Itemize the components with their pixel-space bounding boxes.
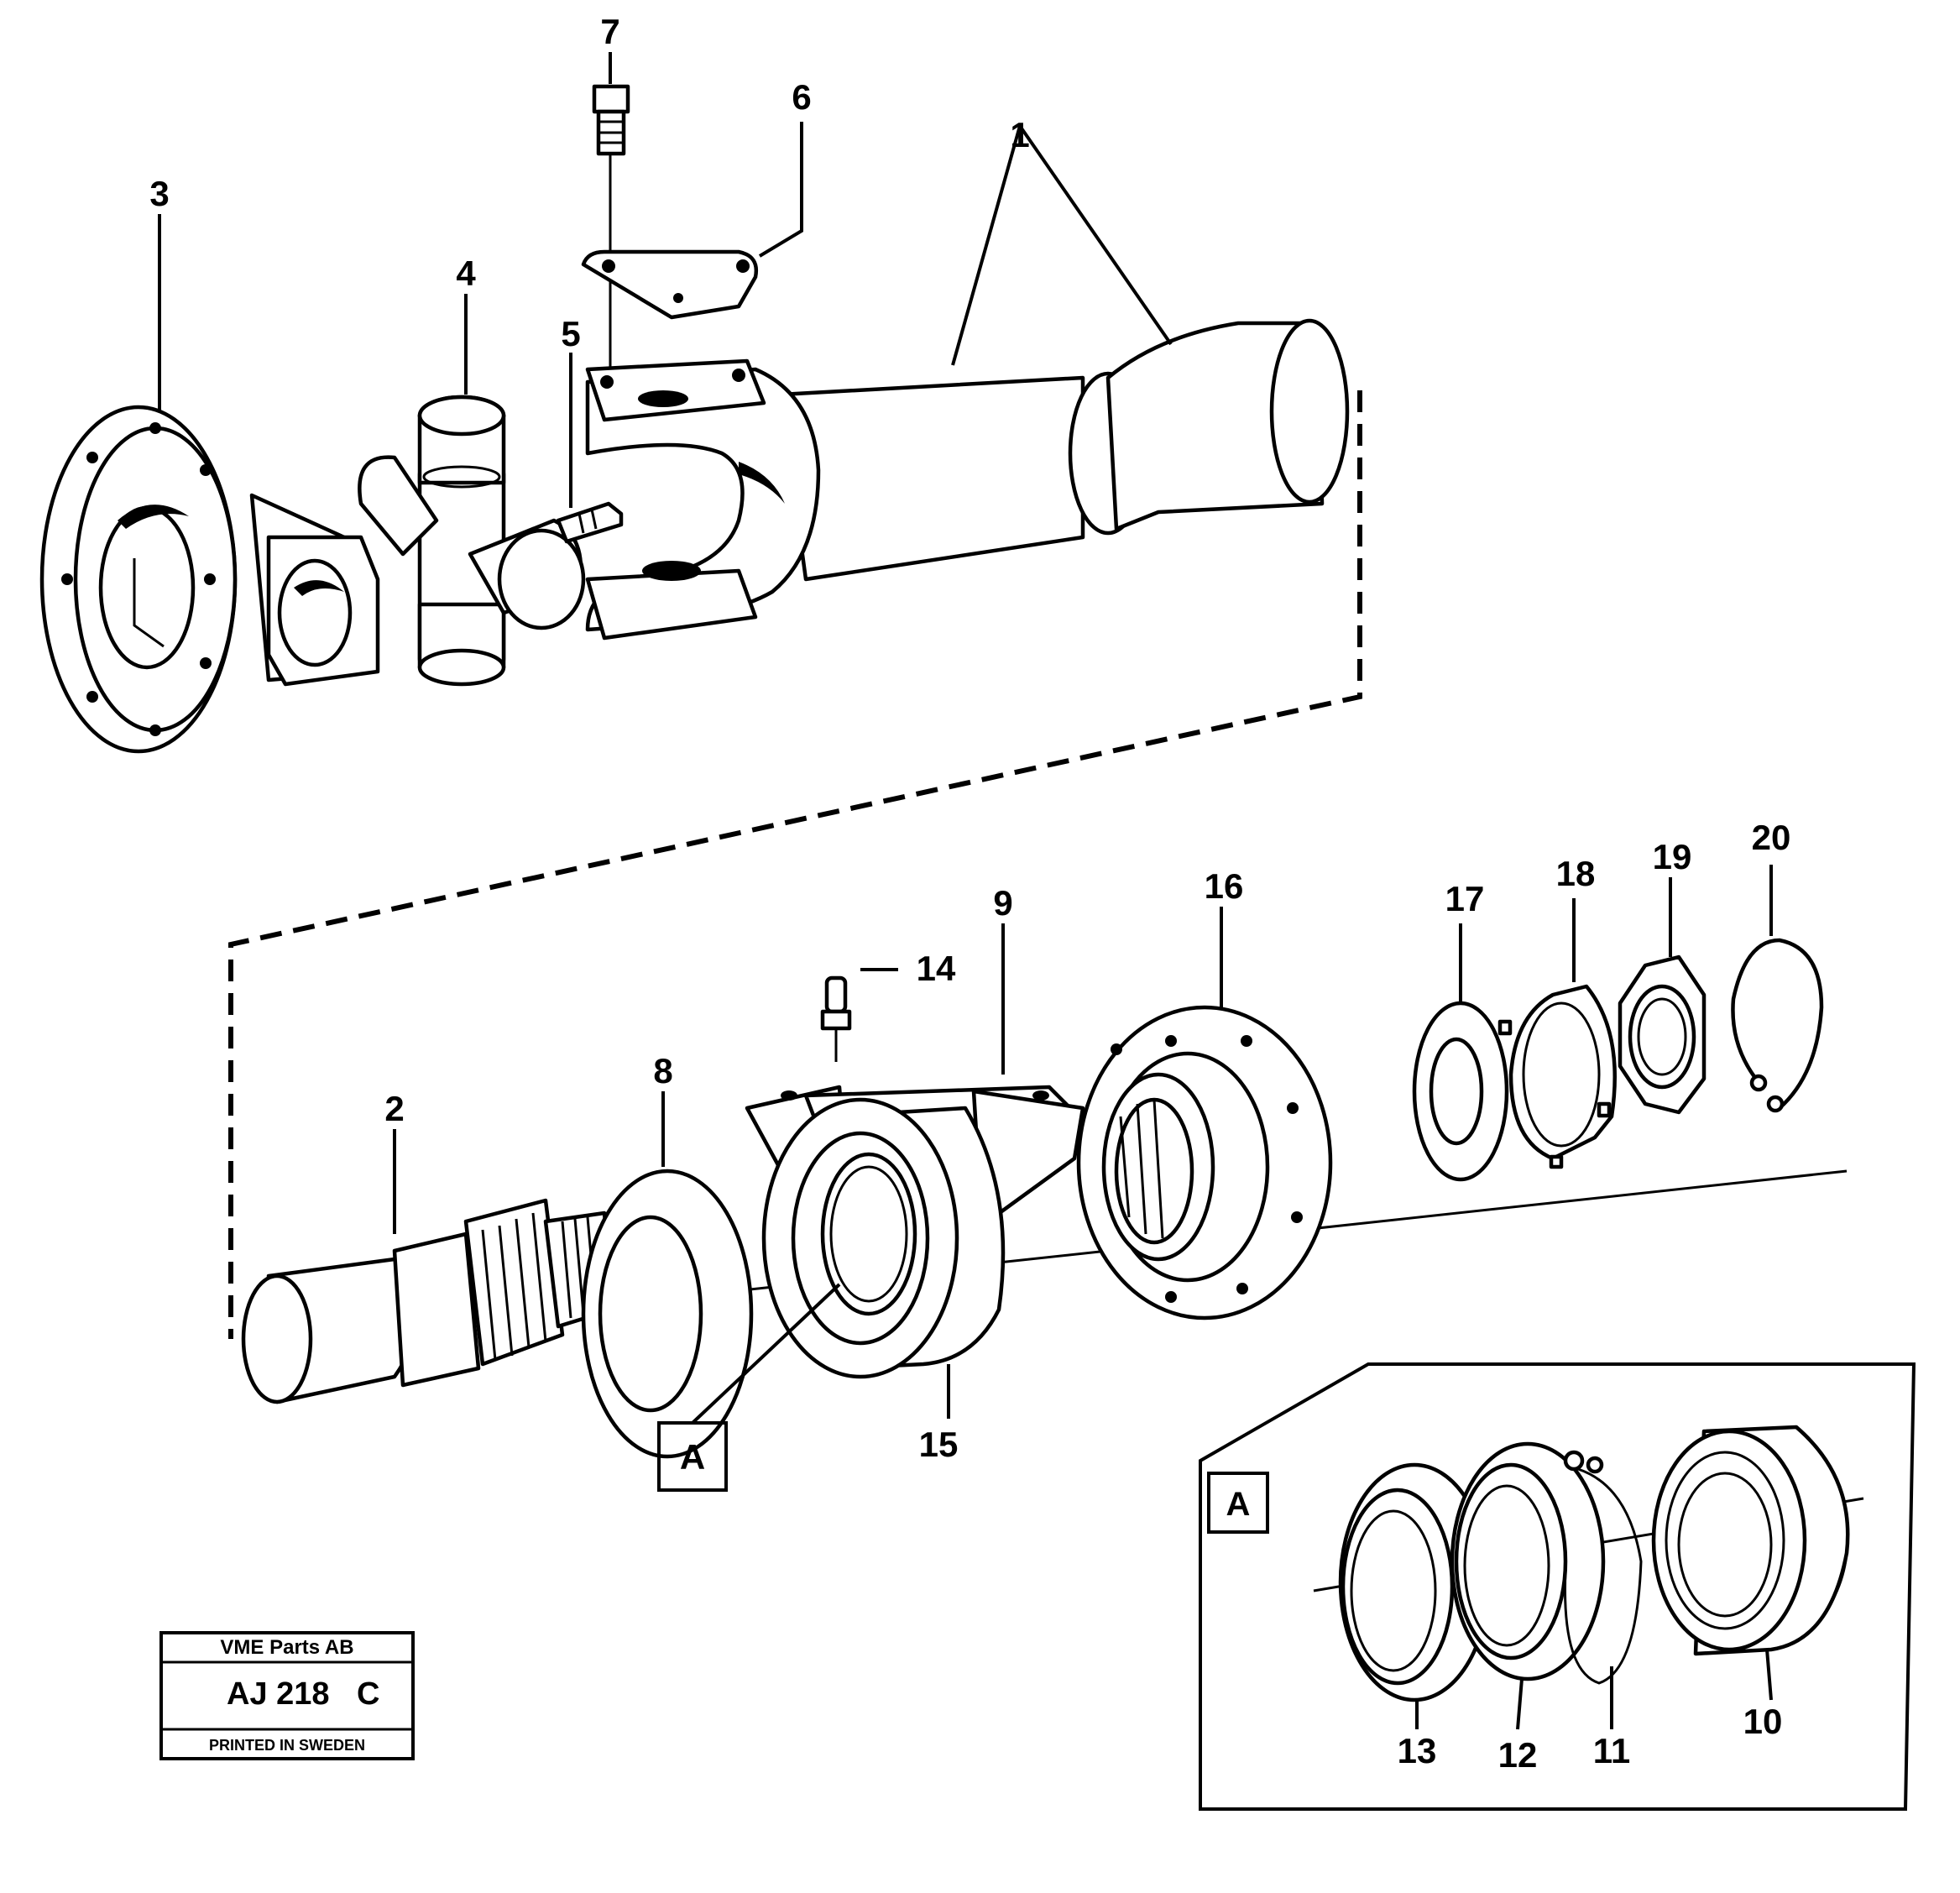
companion-flange-part-16	[1076, 1005, 1333, 1320]
nut-part-19	[1618, 954, 1707, 1115]
callout-18: 18	[1556, 854, 1596, 893]
lock-washer-part-18	[1497, 984, 1617, 1169]
callout-14: 14	[917, 949, 956, 988]
callout-15: 15	[919, 1425, 959, 1464]
company-name: VME Parts AB	[220, 1636, 353, 1659]
seal-ring-part-12	[1450, 1441, 1606, 1681]
detail-a-inset-label: A	[1226, 1486, 1251, 1523]
universal-joint-part-4	[358, 395, 586, 687]
bearing-housing-part-15	[761, 1097, 1006, 1379]
callout-12: 12	[1498, 1735, 1538, 1775]
detail-a-marker-label: A	[680, 1437, 705, 1477]
callout-13: 13	[1398, 1731, 1437, 1770]
callout-7: 7	[600, 12, 619, 51]
callout-3: 3	[149, 174, 169, 213]
printed-in-note: PRINTED IN SWEDEN	[209, 1737, 365, 1754]
flange-yoke-part-3	[39, 405, 380, 754]
callout-17: 17	[1445, 879, 1485, 918]
tube-yoke-part-1	[585, 318, 1350, 641]
washer-part-8	[581, 1169, 754, 1459]
ball-bearing-part-10	[1651, 1425, 1850, 1656]
washer-part-17	[1412, 1001, 1509, 1182]
snap-ring-part-20	[1731, 938, 1824, 1113]
callout-10: 10	[1743, 1702, 1783, 1741]
grease-nipple-part-5	[556, 501, 624, 544]
callout-16: 16	[1205, 866, 1244, 906]
bolt-part-7	[592, 84, 630, 156]
callout-19: 19	[1653, 837, 1692, 876]
grease-nipple-part-14	[820, 975, 852, 1062]
lock-plate-part-6	[581, 249, 759, 320]
callout-5: 5	[561, 314, 580, 353]
detail-a-inset	[1199, 1362, 1916, 1811]
drawing-number: AJ 218	[227, 1676, 330, 1712]
callout-4: 4	[456, 254, 476, 293]
callout-2: 2	[384, 1089, 404, 1128]
callout-11: 11	[1593, 1731, 1630, 1770]
circlip-part-11	[1563, 1450, 1643, 1685]
callout-1: 1	[1010, 115, 1029, 154]
callout-20: 20	[1752, 818, 1791, 857]
callout-8: 8	[653, 1051, 672, 1090]
title-block: VME Parts AB AJ 218 C PRINTED IN SWEDEN	[159, 1631, 415, 1760]
seal-part-13	[1338, 1462, 1491, 1702]
callout-6: 6	[792, 77, 811, 117]
callout-9: 9	[993, 883, 1012, 923]
drawing-revision: C	[357, 1676, 379, 1712]
splined-shaft-part-2	[241, 1198, 615, 1404]
assembly-connector-line	[228, 390, 1362, 1339]
